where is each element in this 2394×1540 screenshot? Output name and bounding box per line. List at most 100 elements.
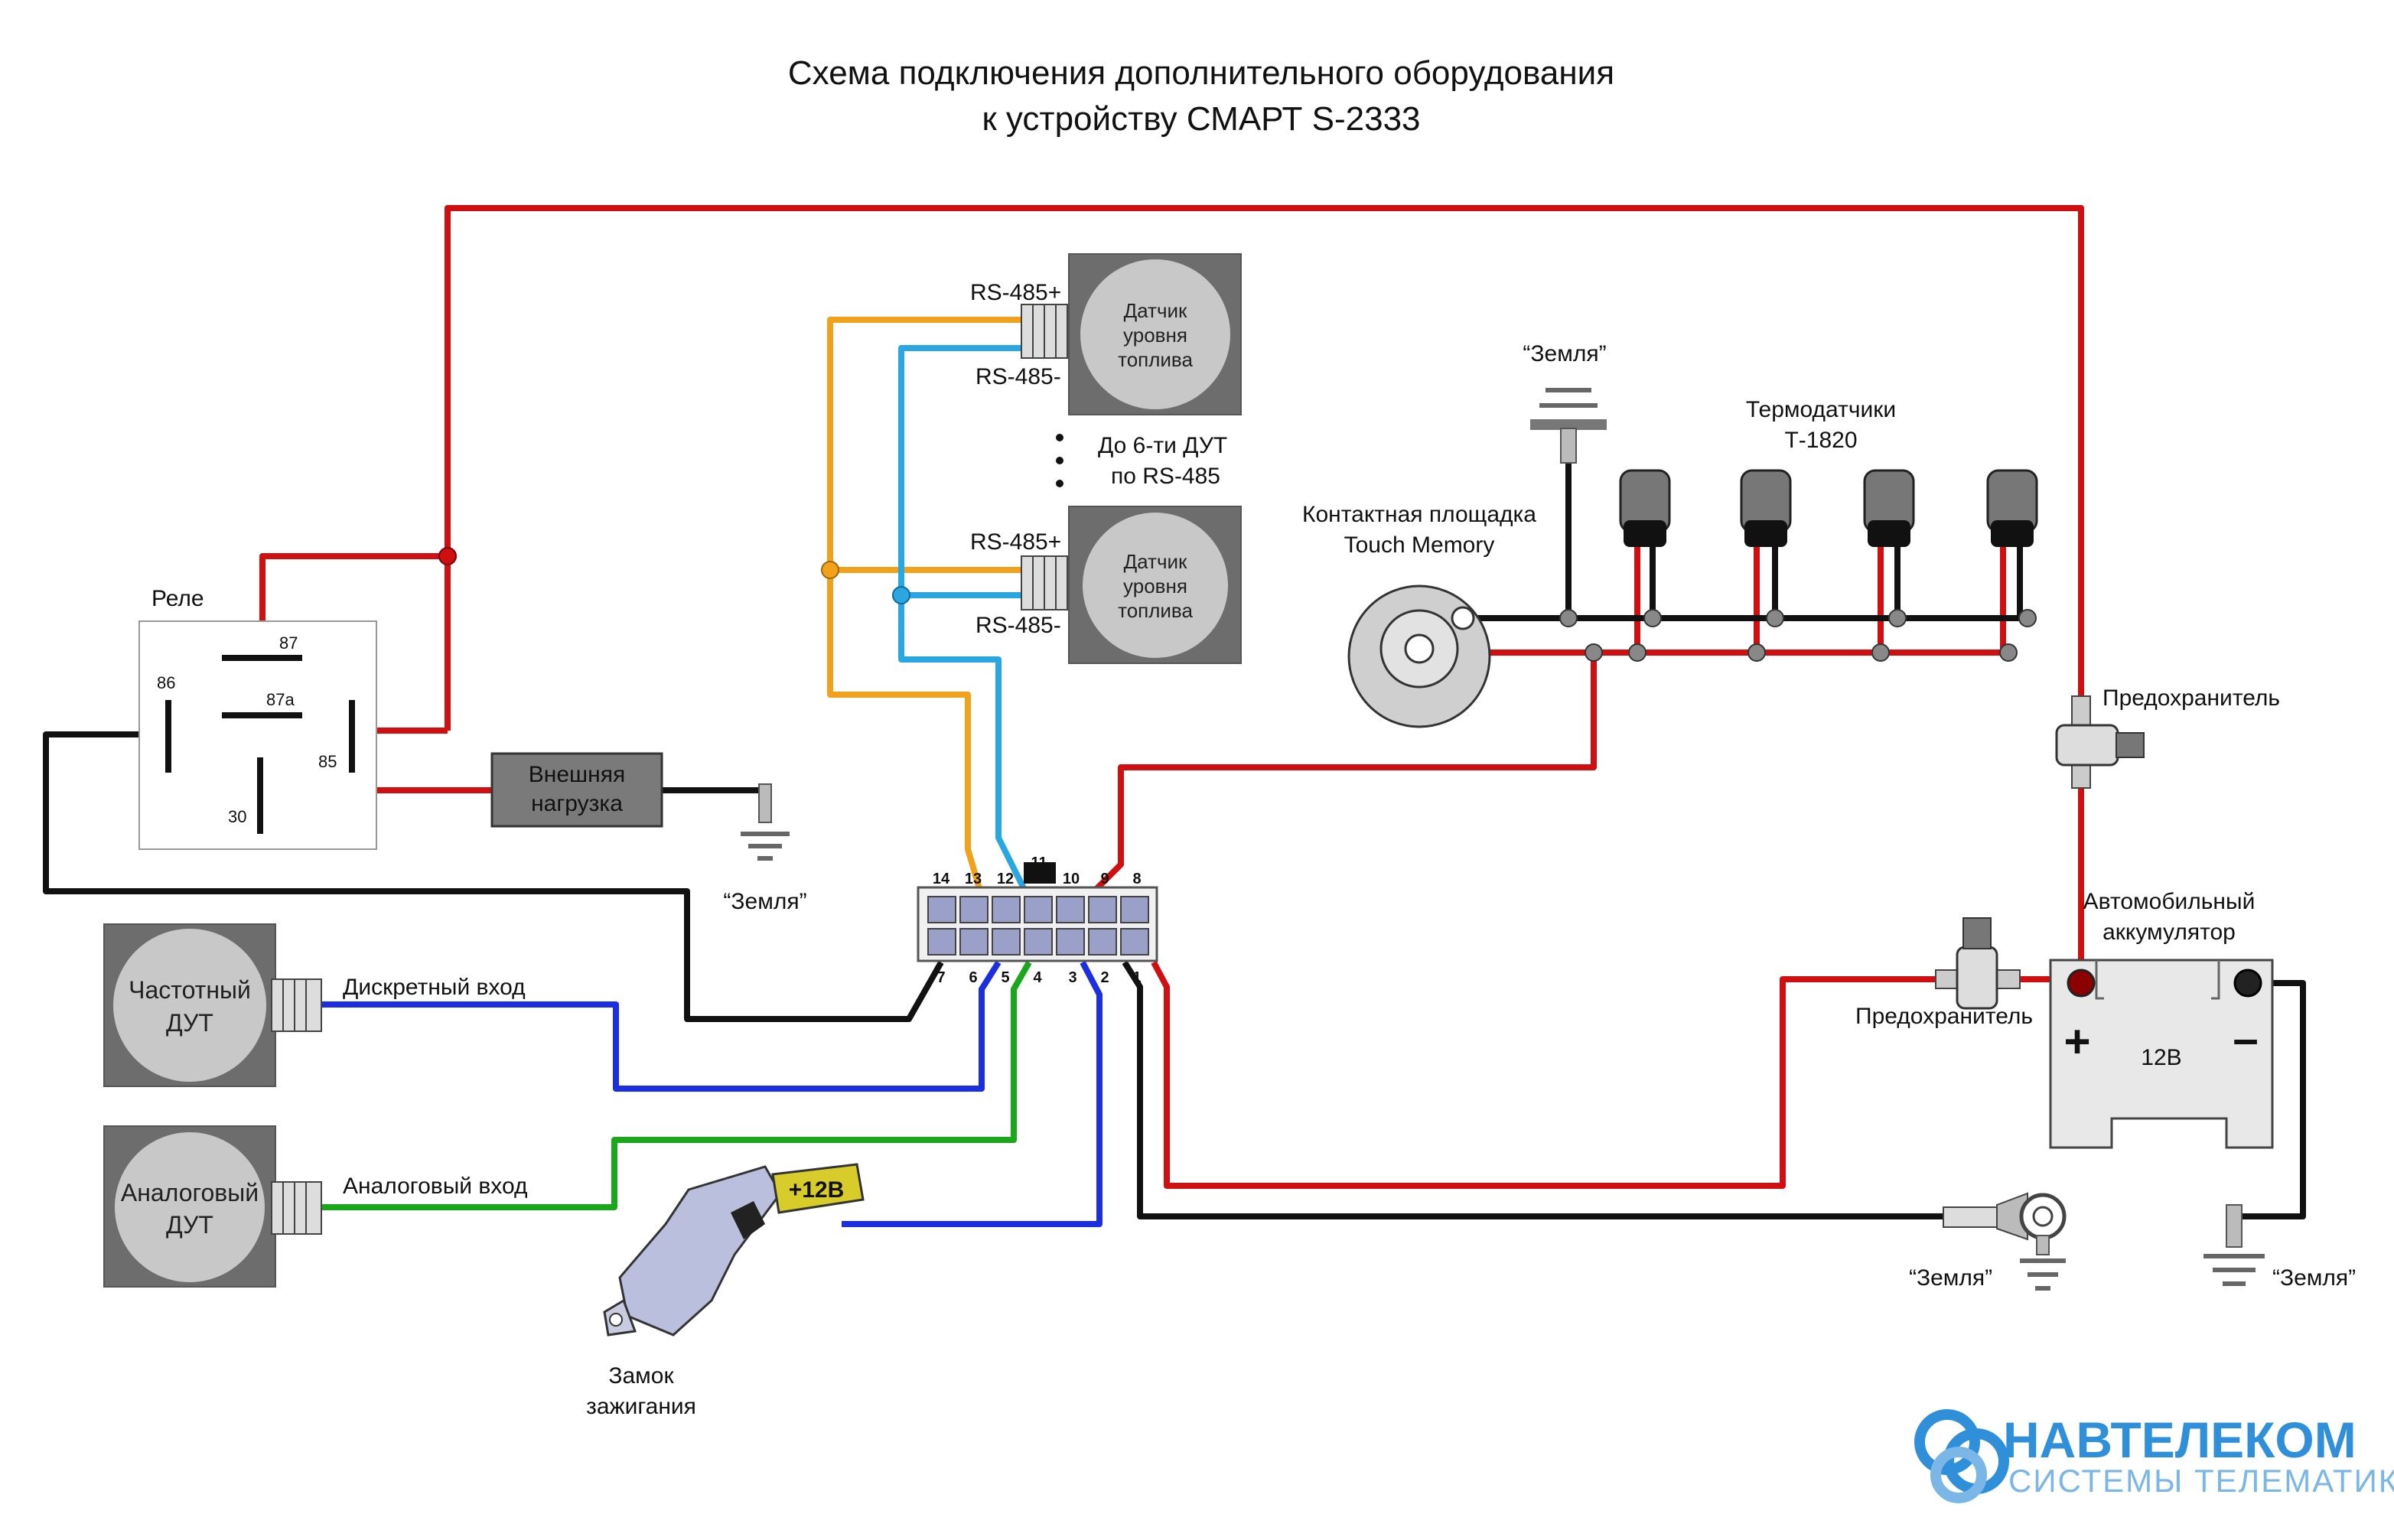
rs485-minus-label-2: RS-485-: [976, 613, 1061, 638]
pin-label: 10: [1063, 871, 1080, 887]
relay-pin-87: 87: [279, 633, 298, 653]
rs485-sensor-2: Датчик уровня топлива: [1021, 506, 1242, 664]
dut-connector: [271, 978, 322, 1032]
battery-label-line-1: Автомобильный: [2083, 889, 2256, 914]
junction-dot: [821, 561, 839, 579]
sensor-2-line-1: Датчик: [1124, 550, 1187, 573]
fuse-bottom: [1935, 917, 2021, 1010]
ignition-tag-label: +12В: [789, 1177, 845, 1203]
fuse-top: [2055, 695, 2145, 789]
battery-label-line-2: аккумулятор: [2102, 920, 2236, 945]
title-line-1: Схема подключения дополнительного оборуд…: [788, 54, 1614, 92]
pin-label: 14: [933, 871, 950, 887]
relay-pin-85: 85: [318, 752, 337, 771]
ground-label-battery: “Земля”: [2272, 1265, 2356, 1291]
sensor-face: [1080, 259, 1230, 409]
device-connector: 14 13 12 11 10 9 8 7 6 5 4 3 2 1: [917, 855, 1158, 986]
wire-blue-ignition: [842, 961, 1103, 1227]
ignition-label-line-1: Замок: [608, 1363, 674, 1389]
external-load-box: [490, 752, 663, 828]
analog-dut: Аналоговый ДУТ: [103, 1125, 322, 1288]
rs485-note-line-2: по RS-485: [1111, 464, 1220, 489]
sensor-1-line-3: топлива: [1118, 348, 1193, 371]
junction-dot: [1747, 643, 1766, 662]
pin-label: 3: [1068, 969, 1076, 986]
logo-icon: [1914, 1409, 2009, 1503]
ground-label-ring: “Земля”: [1909, 1265, 1992, 1291]
wire-blue-discrete: [321, 960, 1002, 1092]
dut-face: [115, 1132, 265, 1282]
junction-dot: [438, 547, 457, 565]
junction-dot: [1766, 609, 1784, 627]
ground-symbol-tm: [1530, 388, 1607, 464]
sensor-1-line-1: Датчик: [1124, 299, 1187, 322]
rs485-dots: [1056, 434, 1063, 487]
touch-memory-label-line-2: Touch Memory: [1344, 532, 1495, 558]
relay-pin-87a: 87a: [266, 690, 295, 709]
pin-label: 1: [1132, 969, 1141, 986]
thermo-sensor: [1986, 469, 2038, 547]
ground-label-tm: “Земля”: [1523, 341, 1606, 366]
thermo-label-line-2: Т-1820: [1784, 428, 1857, 453]
fuse-label-top: Предохранитель: [2102, 685, 2280, 711]
rs485-minus-label-1: RS-485-: [976, 364, 1061, 389]
wire-black-load-ground: [662, 787, 768, 822]
freq-dut-line-1: Частотный: [129, 976, 251, 1004]
thermo-label-line-1: Термодатчики: [1746, 397, 1896, 422]
ground-symbol-battery: [2203, 1204, 2265, 1286]
battery-voltage: 12В: [2141, 1045, 2181, 1070]
logo-name: НАВТЕЛЕКОМ: [2003, 1411, 2357, 1468]
battery-plus-terminal: [2067, 969, 2096, 998]
junction-dot: [2018, 609, 2037, 627]
pin-label: 4: [1033, 969, 1042, 986]
pin-label: 8: [1132, 871, 1141, 887]
junction-dot: [1643, 609, 1662, 627]
pin-label: 2: [1100, 969, 1109, 986]
analog-input-label: Аналоговый вход: [343, 1174, 527, 1199]
freq-dut-line-2: ДУТ: [166, 1009, 213, 1037]
analog-dut-line-1: Аналоговый: [121, 1179, 259, 1206]
wire-red-pin10: [1076, 653, 1597, 909]
analog-dut-line-2: ДУТ: [166, 1211, 213, 1239]
relay: Реле 87 86 87a 85 30: [138, 586, 377, 850]
battery-minus-sign: –: [2233, 1013, 2258, 1064]
pin-label: 9: [1100, 871, 1109, 887]
junction-dot: [1559, 609, 1578, 627]
discrete-input-label: Дискретный вход: [343, 975, 526, 1000]
ignition-tag: [771, 1163, 865, 1214]
junction-dot: [1871, 643, 1890, 662]
thermo-sensor: [1740, 469, 1792, 547]
pin-label: 12: [997, 871, 1014, 887]
dut-face: [113, 929, 266, 1082]
logo-tagline: СИСТЕМЫ ТЕЛЕМАТИКИ: [2008, 1463, 2394, 1499]
relay-pin-86: 86: [157, 673, 175, 692]
ignition-switch: [603, 1163, 865, 1337]
battery-minus-terminal: [2233, 969, 2262, 998]
relay-label: Реле: [151, 586, 204, 611]
touch-memory-pad: [1347, 584, 1491, 728]
ground-symbol-load: [741, 783, 790, 861]
relay-pin-30: 30: [228, 807, 246, 826]
touch-memory-label-line-1: Контактная площадка: [1302, 502, 1536, 527]
wire-red-top: [445, 205, 2084, 731]
wire-red-pin1: [1151, 961, 1943, 1189]
external-load: Внешняя нагрузка: [490, 752, 663, 828]
relay-contacts: [165, 655, 355, 834]
external-load-line-1: Внешняя: [529, 762, 625, 787]
sensor-1-line-2: уровня: [1123, 324, 1187, 347]
sensor-2-line-2: уровня: [1123, 575, 1187, 597]
thermo-sensor: [1619, 469, 1671, 547]
logo: НАВТЕЛЕКОМ СИСТЕМЫ ТЕЛЕМАТИКИ: [1914, 1409, 2394, 1503]
wire-green-analog: [321, 961, 1032, 1210]
wires: [43, 205, 2306, 1239]
junctions: [438, 547, 2037, 662]
connector-cells: [927, 896, 1149, 956]
junction-dot: [1888, 609, 1907, 627]
ignition-label-line-2: зажигания: [586, 1394, 696, 1419]
rs485-plus-label-2: RS-485+: [970, 529, 1061, 555]
wire-orange-rs485plus: [827, 317, 1021, 908]
wire-black-pin2: [1122, 960, 1959, 1219]
rs485-plus-label-1: RS-485+: [970, 280, 1061, 305]
wire-black-relay86: [43, 731, 944, 1022]
